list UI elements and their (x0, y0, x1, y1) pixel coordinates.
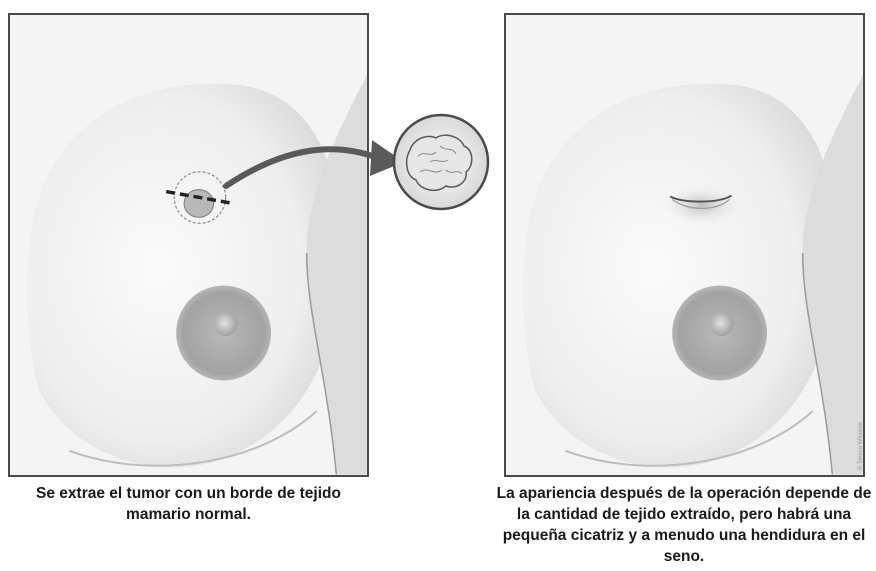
dent-shading (660, 184, 743, 228)
excised-tumor (407, 135, 472, 190)
arrow-head (370, 140, 404, 176)
panel-after-surgery (504, 13, 865, 477)
breast-illustration-after (506, 15, 863, 475)
breast-illustration-before (10, 15, 367, 475)
caption-after: La apariencia después de la operación de… (494, 483, 874, 567)
caption-before: Se extrae el tumor con un borde de tejid… (8, 483, 369, 525)
credit-text: © Terese Winslow (858, 422, 864, 470)
inset-magnifier (394, 115, 488, 209)
nipple (710, 312, 734, 336)
tumor-texture (418, 146, 462, 174)
nipple (214, 312, 238, 336)
panel-before-surgery (8, 13, 369, 477)
